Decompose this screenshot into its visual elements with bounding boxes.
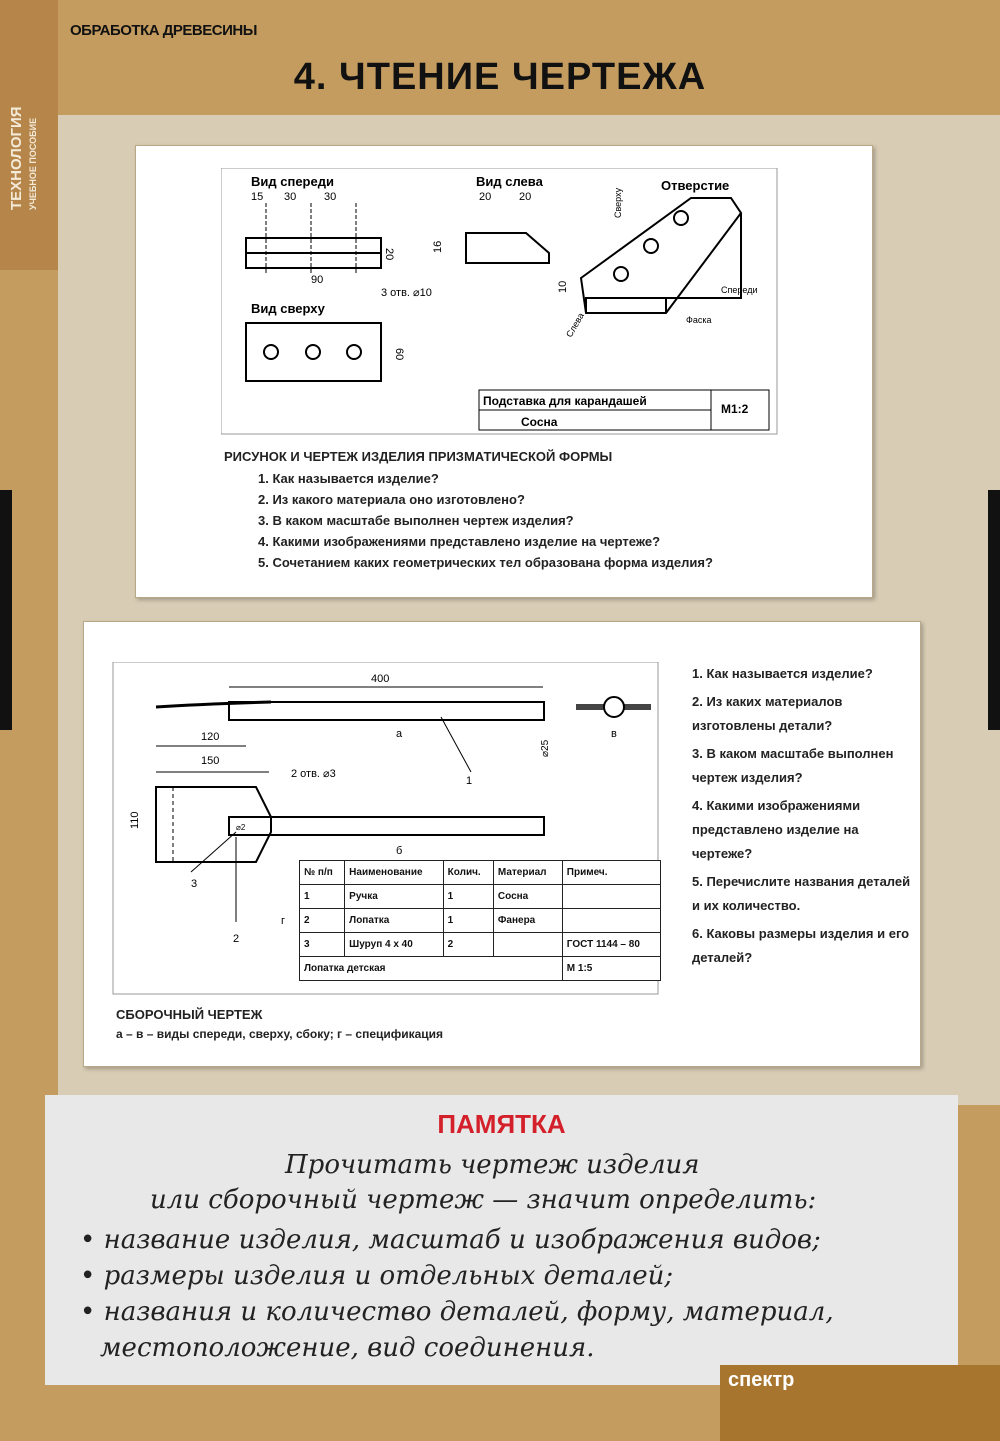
label-front-view: Вид спереди — [251, 174, 334, 189]
panel1-questions: 1. Как называется изделие? 2. Из какого … — [258, 468, 713, 573]
panel2-caption: СБОРОЧНЫЙ ЧЕРТЕЖ — [116, 1007, 263, 1022]
publisher-logo: спектр — [728, 1369, 795, 1391]
dim-30b: 30 — [324, 191, 336, 203]
memo-bullet: • названия и количество деталей, форму, … — [80, 1297, 834, 1327]
dim-20: 20 — [383, 248, 395, 260]
label-left-view: Вид слева — [476, 174, 544, 189]
question: 4. Какими изображениями представлено изд… — [258, 534, 661, 549]
holes-label: 2 отв. ⌀3 — [291, 768, 336, 780]
side-label-block: ТЕХНОЛОГИЯ УЧЕБНОЕ ПОСОБИЕ — [0, 0, 58, 270]
dim-20b: 20 — [519, 191, 531, 203]
panel2-subcaption: а – в – виды спереди, сверху, сбоку; г –… — [116, 1027, 444, 1041]
blade-top — [155, 786, 272, 863]
part-label-1: 1 — [466, 775, 472, 787]
dim-150: 150 — [201, 755, 219, 767]
question: 3. В каком масштабе выполнен чертеж изде… — [258, 513, 574, 528]
blade-side — [155, 700, 272, 709]
panel-assembly-drawing: 400 120 150 а 1 ⌀25 в 2 отв. ⌀3 ⌀2 110 б… — [83, 621, 921, 1067]
memo-panel: ПАМЯТКА Прочитать чертеж изделия или сбо… — [45, 1095, 958, 1385]
dim-120: 120 — [201, 731, 219, 743]
dim-25: ⌀25 — [540, 739, 551, 757]
dim-15: 15 — [251, 191, 263, 203]
label-top-view: Вид сверху — [251, 301, 326, 316]
dim-30a: 30 — [284, 191, 296, 203]
panel1-caption: РИСУНОК И ЧЕРТЕЖ ИЗДЕЛИЯ ПРИЗМАТИЧЕСКОЙ … — [224, 449, 613, 464]
handle-top — [228, 816, 545, 836]
isometric-view — [579, 197, 743, 314]
prism-drawing: Вид спереди 15 30 30 90 20 Вид слева 20 … — [221, 168, 778, 435]
assembly-drawing: 400 120 150 а 1 ⌀25 в 2 отв. ⌀3 ⌀2 110 б… — [112, 662, 659, 995]
question: 2. Из какого материала оно изготовлено? — [258, 492, 525, 507]
question: 1. Как называется изделие? — [692, 666, 873, 681]
memo-title: ПАМЯТКА — [437, 1109, 566, 1139]
question: 2. Из каких материалов изготовлены детал… — [692, 694, 843, 733]
dim-60: 60 — [393, 348, 405, 360]
side-view — [603, 696, 625, 718]
dim-10: 10 — [557, 281, 569, 293]
drawing-frame — [112, 662, 659, 995]
label-hole: Отверстие — [661, 178, 729, 193]
drawing-frame — [221, 168, 778, 435]
holes-label: 3 отв. ⌀10 — [381, 287, 432, 299]
publisher-footer: спектр — [720, 1365, 1000, 1441]
dim-110: 110 — [129, 811, 141, 829]
view-label-v: в — [611, 728, 617, 740]
question: 6. Каковы размеры изделия и его деталей? — [692, 926, 910, 965]
question: 5. Перечислите названия деталей и их кол… — [692, 874, 911, 913]
question: 3. В каком масштабе выполнен чертеж изде… — [692, 746, 894, 785]
question: 4. Какими изображениями представлено изд… — [692, 798, 861, 861]
left-edge-tab — [0, 490, 12, 730]
stamp-scale: М1:2 — [721, 402, 749, 416]
dim-hole2: ⌀2 — [236, 823, 246, 832]
right-edge-tab — [988, 490, 1000, 730]
dim-90: 90 — [311, 274, 323, 286]
label-from-side: Слева — [564, 311, 586, 339]
memo-line-last: местоположение, вид соединения. — [100, 1333, 595, 1363]
dim-16: 16 — [432, 241, 444, 253]
question: 5. Сочетанием каких геометрических тел о… — [258, 555, 713, 570]
memo-bullet: • размеры изделия и отдельных деталей; — [80, 1261, 674, 1291]
part-label-3: 3 — [191, 878, 197, 890]
handle-front — [228, 701, 545, 721]
memo-bullet: • название изделия, масштаб и изображени… — [80, 1225, 821, 1255]
memo-line-2: или сборочный чертеж — значит определить… — [150, 1185, 817, 1215]
memo-line-1: Прочитать чертеж изделия — [285, 1150, 700, 1180]
dim-20a: 20 — [479, 191, 491, 203]
view-label-b: б — [396, 845, 402, 857]
view-label-g: г — [281, 915, 285, 927]
dim-400: 400 — [371, 673, 389, 685]
side-subtitle: УЧЕБНОЕ ПОСОБИЕ — [28, 117, 38, 210]
stamp-material: Сосна — [521, 415, 558, 429]
page-title: 4. ЧТЕНИЕ ЧЕРТЕЖА — [293, 56, 707, 98]
view-label-a: а — [396, 728, 403, 740]
label-from-front: Спереди — [721, 285, 757, 295]
label-from-above: Сверху — [613, 187, 623, 218]
section-label: ОБРАБОТКА ДРЕВЕСИНЫ — [70, 22, 257, 39]
panel-prism-drawing: Вид спереди 15 30 30 90 20 Вид слева 20 … — [135, 145, 873, 598]
side-title: ТЕХНОЛОГИЯ — [8, 106, 25, 210]
panel2-questions: 1. Как называется изделие? 2. Из каких м… — [692, 662, 917, 970]
label-chamfer: Фаска — [686, 315, 712, 325]
question: 1. Как называется изделие? — [258, 471, 439, 486]
left-view-shape — [465, 232, 550, 264]
stamp-name: Подставка для карандашей — [483, 394, 647, 408]
part-label-2: 2 — [233, 933, 239, 945]
top-view-shape — [245, 322, 382, 382]
